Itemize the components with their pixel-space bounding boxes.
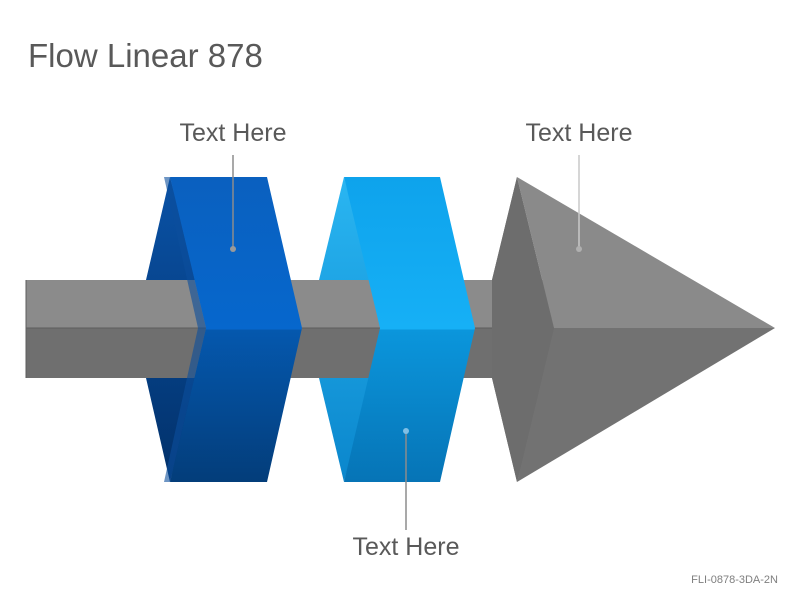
callout-dot-right	[576, 246, 582, 252]
arrowhead-top-face	[517, 177, 775, 328]
light-band-front	[344, 177, 475, 482]
slide-title: Flow Linear 878	[28, 37, 263, 74]
arrowhead-bottom-face	[517, 328, 775, 482]
arrowhead-left-face	[492, 177, 554, 482]
callout-label-top-left: Text Here	[179, 119, 287, 147]
callout-label-top-right: Text Here	[525, 119, 633, 147]
callout-label-bottom: Text Here	[352, 533, 460, 561]
dark-band-front	[170, 177, 302, 482]
footer-code: FLI-0878-3DA-2N	[691, 574, 778, 586]
callout-dot-left	[230, 246, 236, 252]
callout-dot-bottom	[403, 428, 409, 434]
